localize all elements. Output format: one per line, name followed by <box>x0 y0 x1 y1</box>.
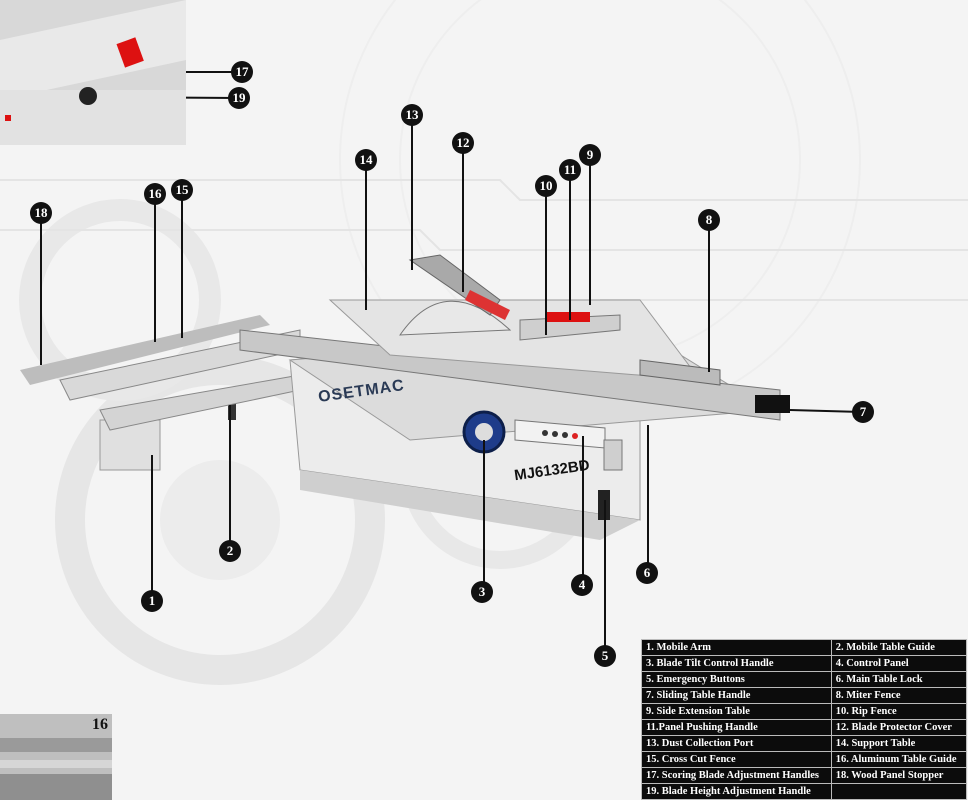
callout-15: 15 <box>171 179 193 201</box>
callout-1: 1 <box>141 590 163 612</box>
legend-cell: 17. Scoring Blade Adjustment Handles <box>641 767 832 784</box>
callout-13: 13 <box>401 104 423 126</box>
legend-cell: 16. Aluminum Table Guide <box>830 751 968 768</box>
legend-cell: 7. Sliding Table Handle <box>641 687 832 704</box>
callout-6: 6 <box>636 562 658 584</box>
callout-3: 3 <box>471 581 493 603</box>
legend-cell: 18. Wood Panel Stopper <box>830 767 968 784</box>
legend-cell: 4. Control Panel <box>830 655 968 672</box>
legend-cell: 11.Panel Pushing Handle <box>641 719 832 736</box>
callout-19: 19 <box>228 87 250 109</box>
callout-5: 5 <box>594 645 616 667</box>
callout-9: 9 <box>579 144 601 166</box>
callout-8: 8 <box>698 209 720 231</box>
inset-photo-aluminum-guide: 16 <box>0 714 112 800</box>
legend-cell: 8. Miter Fence <box>830 687 968 704</box>
legend-cell <box>830 783 968 800</box>
legend-cell: 1. Mobile Arm <box>641 639 832 656</box>
inset-photo-scoring-blade <box>0 0 186 145</box>
callout-7: 7 <box>852 401 874 423</box>
legend-row: 19. Blade Height Adjustment Handle <box>641 783 968 800</box>
callout-16: 16 <box>144 183 166 205</box>
callout-12: 12 <box>452 132 474 154</box>
legend-cell: 6. Main Table Lock <box>830 671 968 688</box>
callout-2: 2 <box>219 540 241 562</box>
callout-14: 14 <box>355 149 377 171</box>
legend-cell: 12. Blade Protector Cover <box>830 719 968 736</box>
legend-cell: 5. Emergency Buttons <box>641 671 832 688</box>
callout-11: 11 <box>559 159 581 181</box>
callout-17: 17 <box>231 61 253 83</box>
inset-label: 16 <box>92 716 108 733</box>
legend-cell: 14. Support Table <box>830 735 968 752</box>
legend-cell: 9. Side Extension Table <box>641 703 832 720</box>
callout-18: 18 <box>30 202 52 224</box>
legend-cell: 19. Blade Height Adjustment Handle <box>641 783 832 800</box>
callout-4: 4 <box>571 574 593 596</box>
legend-cell: 13. Dust Collection Port <box>641 735 832 752</box>
legend-cell: 3. Blade Tilt Control Handle <box>641 655 832 672</box>
callout-10: 10 <box>535 175 557 197</box>
legend-cell: 10. Rip Fence <box>830 703 968 720</box>
legend-cell: 15. Cross Cut Fence <box>641 751 832 768</box>
legend-cell: 2. Mobile Table Guide <box>830 639 968 656</box>
